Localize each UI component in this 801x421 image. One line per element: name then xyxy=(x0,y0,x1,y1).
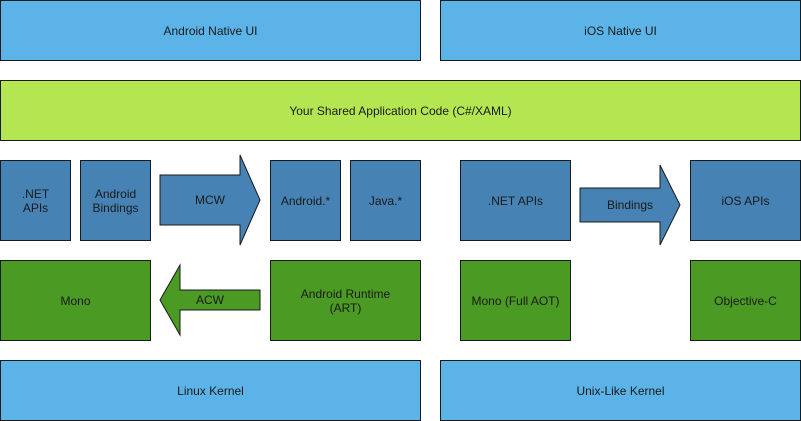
mcw-label: MCW xyxy=(195,193,225,207)
ios-mono-aot-box: Mono (Full AOT) xyxy=(460,260,571,341)
android-net-apis-box: .NET APIs xyxy=(0,160,71,241)
linux-kernel-box: Linux Kernel xyxy=(0,360,421,421)
shared-app-code-box: Your Shared Application Code (C#/XAML) xyxy=(0,80,801,141)
ios-mono-aot-label: Mono (Full AOT) xyxy=(471,293,560,308)
android-bindings-label: Android Bindings xyxy=(92,186,139,215)
linux-kernel-label: Linux Kernel xyxy=(177,383,244,398)
ios-native-ui-box: iOS Native UI xyxy=(440,0,801,61)
ios-native-ui-label: iOS Native UI xyxy=(584,23,657,38)
android-star-box: Android.* xyxy=(270,160,341,241)
android-art-label: Android Runtime (ART) xyxy=(300,286,391,315)
bindings-label: Bindings xyxy=(606,198,654,212)
ios-objc-box: Objective-C xyxy=(690,260,801,341)
android-mono-label: Mono xyxy=(60,293,91,308)
java-star-box: Java.* xyxy=(350,160,421,241)
android-native-ui-label: Android Native UI xyxy=(163,23,258,38)
android-mono-box: Mono xyxy=(0,260,151,341)
java-star-label: Java.* xyxy=(368,193,403,208)
android-net-apis-label: .NET APIs xyxy=(21,186,50,215)
ios-apis-label: iOS APIs xyxy=(721,193,770,208)
android-native-ui-box: Android Native UI xyxy=(0,0,421,61)
unix-kernel-label: Unix-Like Kernel xyxy=(576,383,665,398)
android-bindings-box: Android Bindings xyxy=(80,160,151,241)
unix-kernel-box: Unix-Like Kernel xyxy=(440,360,801,421)
shared-app-code-label: Your Shared Application Code (C#/XAML) xyxy=(289,103,512,118)
ios-net-apis-label: .NET APIs xyxy=(487,193,544,208)
android-art-box: Android Runtime (ART) xyxy=(270,260,421,341)
ios-objc-label: Objective-C xyxy=(714,293,777,308)
ios-apis-box: iOS APIs xyxy=(690,160,801,241)
android-star-label: Android.* xyxy=(280,193,331,208)
ios-net-apis-box: .NET APIs xyxy=(460,160,571,241)
acw-label: ACW xyxy=(196,293,224,307)
